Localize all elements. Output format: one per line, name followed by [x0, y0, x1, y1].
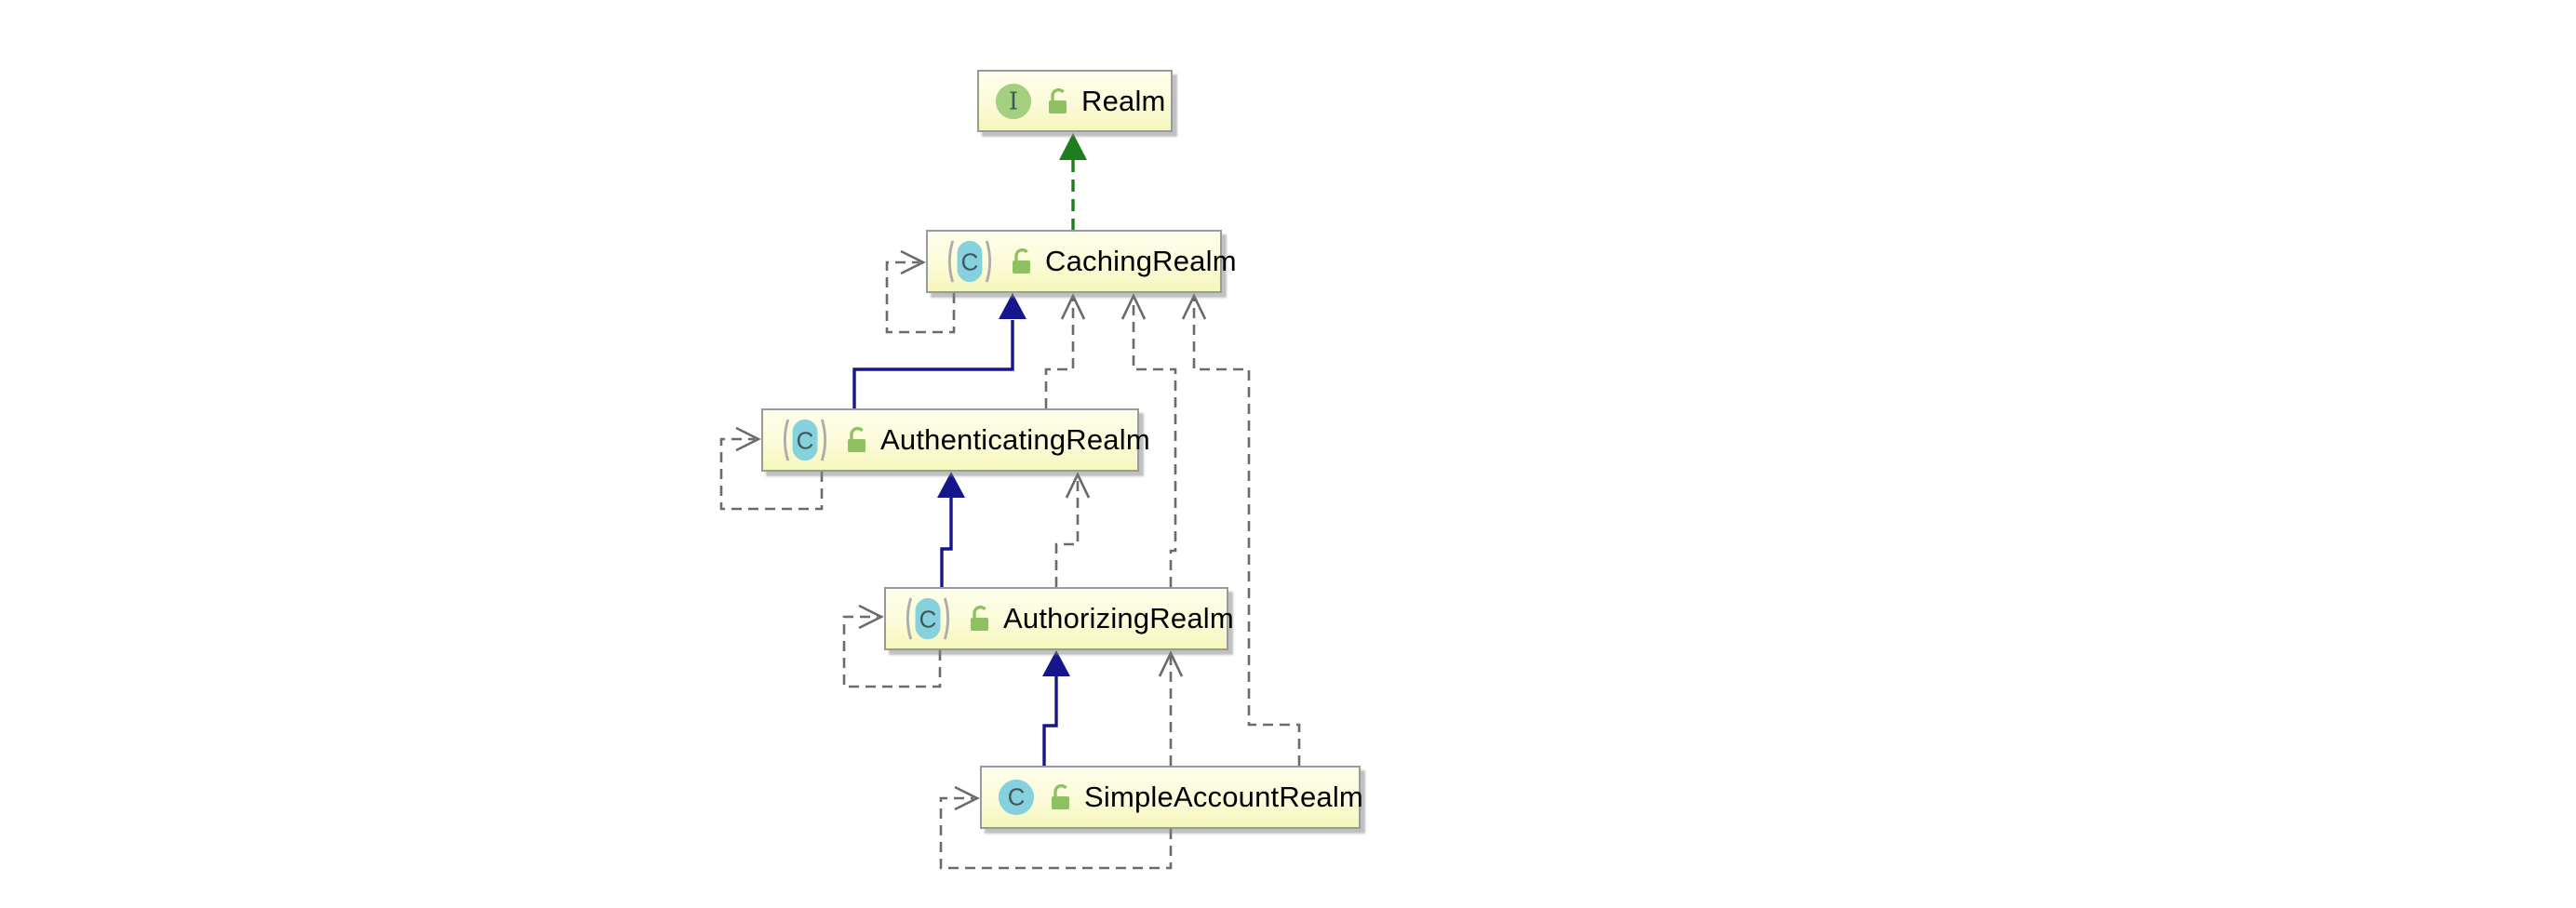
edge-simpleaccountrealm-depends-cachingrealm[interactable] [1181, 292, 1301, 766]
node-label-simple-account-realm: SimpleAccountRealm [1084, 781, 1363, 813]
edge-self-dependency-cachingrealm[interactable] [885, 249, 956, 334]
abstract-class-icon: C [947, 240, 992, 283]
abstract-class-icon: C [906, 597, 950, 640]
edge-simpleaccountrealm-extends-authorizingrealm[interactable] [1042, 650, 1070, 766]
class-badge-letter: C [919, 606, 937, 634]
uml-node-simple-account-realm[interactable]: C SimpleAccountRealm [980, 766, 1363, 829]
public-unlock-icon [1013, 247, 1030, 274]
uml-node-caching-realm[interactable]: C CachingRealm [926, 230, 1237, 293]
class-icon: C [998, 779, 1035, 816]
node-label-authorizing-realm: AuthorizingRealm [1003, 602, 1234, 634]
public-unlock-icon [971, 605, 988, 631]
edge-self-dependency-authorizingrealm[interactable] [842, 604, 942, 688]
class-badge-letter: C [797, 427, 814, 455]
edge-cachingrealm-implements-realm[interactable] [1059, 133, 1087, 230]
edge-self-dependency-simpleaccountrealm[interactable] [939, 785, 1173, 870]
edge-authenticatingrealm-extends-cachingrealm[interactable] [852, 293, 1026, 408]
interface-badge-letter: I [1009, 87, 1018, 115]
interface-icon: I [995, 83, 1032, 119]
edge-authorizingrealm-depends-cachingrealm[interactable] [1120, 292, 1177, 587]
uml-node-authorizing-realm[interactable]: C AuthorizingRealm [884, 587, 1234, 650]
abstract-class-icon: C [783, 419, 827, 461]
edge-self-dependency-authenticatingrealm[interactable] [719, 426, 824, 511]
public-unlock-icon [1052, 783, 1069, 809]
public-unlock-icon [848, 426, 865, 452]
edge-authenticatingrealm-depends-cachingrealm[interactable] [1044, 292, 1086, 408]
uml-node-authenticating-realm[interactable]: C AuthenticatingRealm [761, 408, 1150, 472]
node-label-caching-realm: CachingRealm [1045, 245, 1237, 277]
class-badge-letter: C [961, 248, 979, 276]
public-unlock-icon [1049, 87, 1067, 114]
edge-authorizingrealm-depends-authenticatingrealm[interactable] [1054, 471, 1091, 587]
uml-node-realm[interactable]: I Realm [977, 70, 1173, 132]
node-label-authenticating-realm: AuthenticatingRealm [880, 423, 1150, 456]
node-label-realm: Realm [1081, 84, 1166, 117]
edge-authorizingrealm-extends-authenticatingrealm[interactable] [937, 472, 965, 587]
edge-simpleaccountrealm-depends-authorizingrealm[interactable] [1158, 649, 1184, 766]
class-badge-letter: C [1008, 785, 1026, 811]
